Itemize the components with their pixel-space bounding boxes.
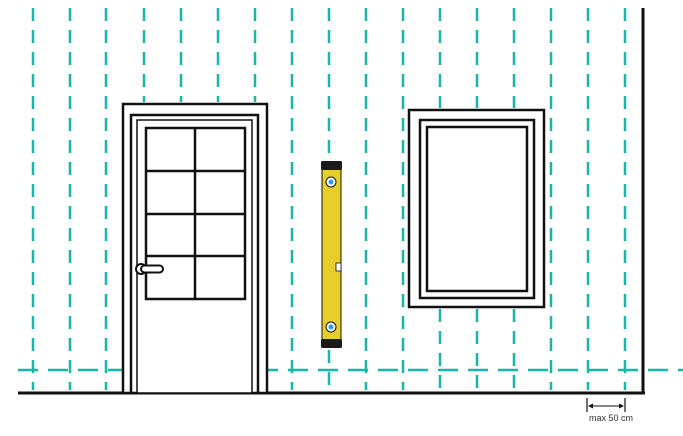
vertical-guide-lines (31, 8, 627, 390)
spirit-level (321, 161, 342, 348)
door (121, 102, 269, 395)
bubble-vial-icon (325, 321, 337, 333)
door-handle-icon (135, 263, 164, 275)
arrow-right-icon (619, 403, 624, 409)
spacing-dimension: max 50 cm (586, 398, 633, 423)
arrow-left-icon (588, 403, 593, 409)
window (407, 108, 546, 309)
window-glass (425, 125, 529, 293)
spirit-level-body (321, 163, 342, 346)
bubble-vial-icon (335, 262, 342, 272)
spirit-level-bottom-cap (321, 339, 342, 348)
dimension-label: max 50 cm (589, 413, 633, 423)
bubble-vial-icon (325, 176, 337, 188)
spirit-level-top-cap (321, 161, 342, 170)
